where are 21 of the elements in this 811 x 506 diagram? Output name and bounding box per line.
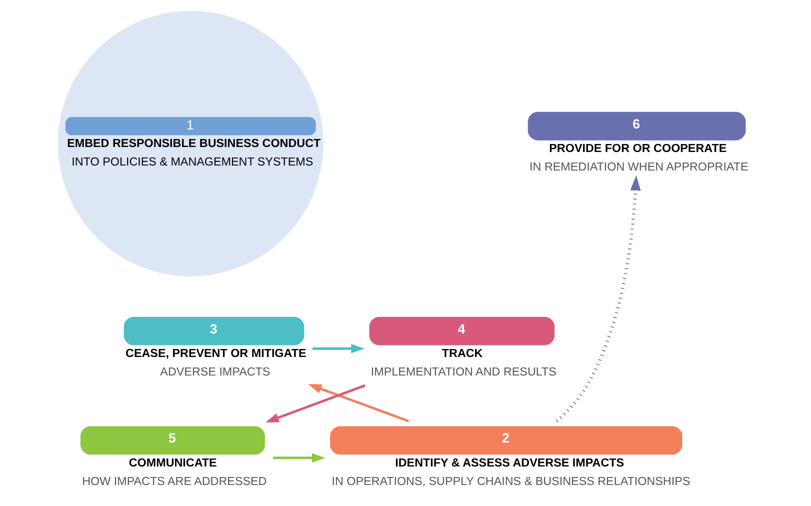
node-label: TRACK — [441, 347, 482, 360]
node-circle: 1 EMBED RESPONSIBLE BUSINESS CONDUCT INTO POLICIES & MANAGEMENT SYSTEMS — [57, 10, 323, 276]
arrow — [308, 384, 408, 422]
arrow — [272, 453, 325, 463]
node-label: IDENTIFY & ASSESS ADVERSE IMPACTS — [394, 456, 624, 470]
node-label: ADVERSE IMPACTS — [160, 365, 270, 378]
node-label: IN REMEDIATION WHEN APPROPRIATE — [529, 160, 748, 174]
node-box: 3 — [123, 316, 304, 346]
arrow — [264, 384, 366, 422]
node-label: PROVIDE FOR OR COOPERATE — [548, 142, 726, 156]
node-label: HOW IMPACTS ARE ADDRESSED — [82, 474, 266, 488]
arrow — [312, 344, 364, 354]
node-label: COMMUNICATE — [128, 456, 216, 470]
node-box: 6 — [527, 112, 746, 140]
node-box: 2 — [330, 426, 682, 455]
node-box: 4 — [368, 316, 554, 346]
node-label: IMPLEMENTATION AND RESULTS — [370, 365, 556, 378]
node-label: CEASE, PREVENT OR MITIGATE — [125, 347, 306, 360]
node-label: IN OPERATIONS, SUPPLY CHAINS & BUSINESS RELATIONSHIPS — [331, 474, 690, 488]
node-box: 5 — [80, 426, 264, 455]
arrow — [555, 175, 640, 422]
